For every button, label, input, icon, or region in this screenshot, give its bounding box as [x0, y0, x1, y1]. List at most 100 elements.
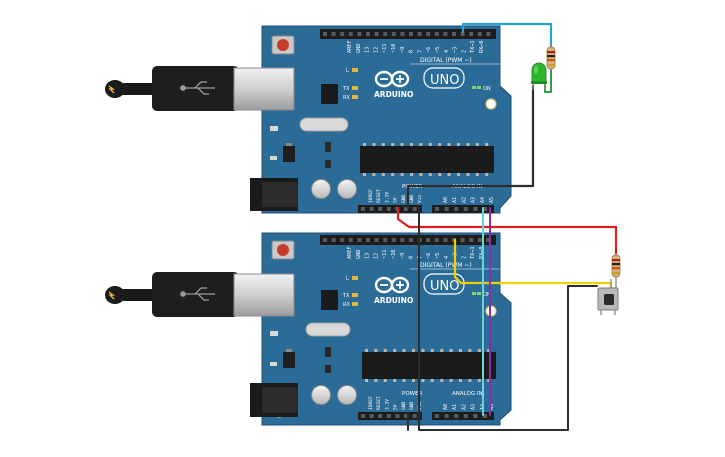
mounting-hole: [485, 98, 497, 110]
header-pin[interactable]: [473, 414, 478, 418]
header-pin[interactable]: [361, 207, 365, 211]
usb-icon: [180, 287, 215, 301]
header-pin[interactable]: [486, 32, 491, 36]
crystal-oscillator: [305, 322, 351, 337]
header-pin[interactable]: [391, 32, 396, 36]
pin-label: GND: [409, 401, 415, 410]
analog-header: [432, 412, 494, 420]
capacitor: [337, 385, 357, 405]
header-pin[interactable]: [378, 207, 383, 211]
header-pin[interactable]: [391, 238, 396, 242]
pin-label: TX→1: [470, 247, 476, 260]
header-pin[interactable]: [400, 238, 405, 242]
usb-cable-bottom[interactable]: [105, 272, 295, 317]
header-pin[interactable]: [444, 207, 449, 211]
header-pin[interactable]: [383, 238, 388, 242]
header-pin[interactable]: [357, 238, 362, 242]
uno-badge: [423, 67, 465, 89]
header-pin[interactable]: [323, 238, 327, 242]
header-pin[interactable]: [395, 414, 400, 418]
header-pin[interactable]: [434, 32, 439, 36]
header-pin[interactable]: [340, 32, 345, 36]
header-pin[interactable]: [348, 32, 353, 36]
header-pin[interactable]: [412, 414, 417, 418]
pin-label: TX→1: [470, 41, 476, 54]
pin-label: GND: [409, 194, 415, 203]
header-pin[interactable]: [452, 32, 456, 36]
header-pin[interactable]: [378, 414, 383, 418]
header-pin[interactable]: [374, 238, 379, 242]
header-pin[interactable]: [409, 32, 413, 36]
pin-label: 12: [373, 47, 379, 53]
wire-blue[interactable]: [461, 22, 553, 49]
resistor-top[interactable]: [546, 45, 556, 71]
header-pin[interactable]: [386, 414, 391, 418]
header-pin[interactable]: [426, 32, 431, 36]
header-pin[interactable]: [404, 207, 408, 211]
header-pin[interactable]: [369, 207, 374, 211]
usb-cable-top[interactable]: [105, 66, 295, 111]
tx-led: [352, 86, 358, 90]
header-pin[interactable]: [361, 414, 365, 418]
pin-label: ~6: [426, 253, 432, 259]
header-pin[interactable]: [444, 414, 449, 418]
pin-label: 5V: [393, 197, 399, 203]
header-pin[interactable]: [469, 32, 474, 36]
header-pin[interactable]: [435, 207, 439, 211]
header-pin[interactable]: [357, 32, 362, 36]
header-pin[interactable]: [454, 207, 459, 211]
header-pin[interactable]: [443, 32, 448, 36]
pin-label: A5: [489, 197, 495, 203]
header-pin[interactable]: [323, 32, 327, 36]
on-led: [472, 86, 476, 89]
digital-label: DIGITAL (PWM ~): [420, 57, 472, 64]
header-pin[interactable]: [417, 32, 422, 36]
usb-chip: [321, 84, 338, 104]
header-pin[interactable]: [340, 238, 345, 242]
pin-label: 7: [417, 50, 423, 53]
header-pin[interactable]: [404, 414, 408, 418]
header-pin[interactable]: [400, 32, 405, 36]
header-pin[interactable]: [473, 207, 478, 211]
header-pin[interactable]: [374, 32, 379, 36]
wire-black-top[interactable]: [406, 84, 535, 210]
model-label: UNO: [430, 73, 459, 88]
header-pin[interactable]: [331, 238, 336, 242]
wire-red[interactable]: [396, 206, 618, 256]
arduino-logo: [374, 276, 410, 294]
header-pin[interactable]: [443, 238, 448, 242]
pushbutton[interactable]: [597, 279, 619, 315]
header-pin[interactable]: [412, 207, 417, 211]
wire-black-bottom[interactable]: [418, 207, 598, 431]
header-pin[interactable]: [331, 32, 336, 36]
header-pin[interactable]: [369, 414, 374, 418]
header-pin[interactable]: [460, 238, 465, 242]
header-pin[interactable]: [486, 238, 491, 242]
header-pin[interactable]: [469, 238, 474, 242]
header-pin[interactable]: [409, 238, 413, 242]
header-pin[interactable]: [477, 32, 482, 36]
led-green[interactable]: [531, 62, 547, 90]
header-pin[interactable]: [483, 414, 487, 418]
header-pin[interactable]: [460, 32, 465, 36]
pin-label: ~5: [435, 253, 441, 259]
header-pin[interactable]: [463, 414, 468, 418]
header-pin[interactable]: [383, 32, 388, 36]
resistor-bottom[interactable]: [611, 253, 621, 279]
header-pin[interactable]: [386, 207, 391, 211]
header-pin[interactable]: [426, 238, 431, 242]
header-pin[interactable]: [366, 238, 370, 242]
header-pin[interactable]: [366, 32, 370, 36]
header-pin[interactable]: [434, 238, 439, 242]
header-pin[interactable]: [348, 238, 353, 242]
pin-label: 3.3V: [384, 399, 390, 410]
header-pin[interactable]: [483, 207, 487, 211]
header-pin[interactable]: [477, 238, 482, 242]
header-pin[interactable]: [435, 414, 439, 418]
header-pin[interactable]: [463, 207, 468, 211]
header-pin[interactable]: [454, 414, 459, 418]
